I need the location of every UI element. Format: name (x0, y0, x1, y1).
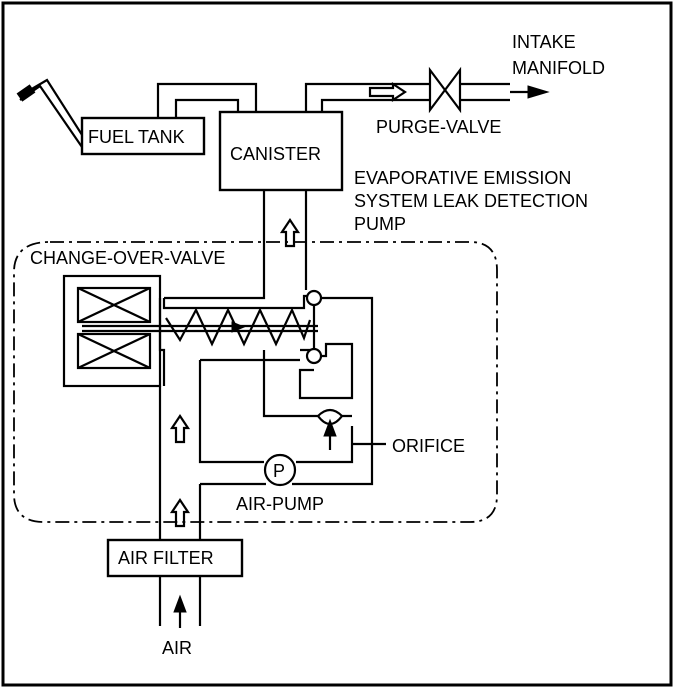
spring (165, 307, 312, 347)
fuel-tank-box (80, 116, 206, 156)
air-label: AIR (162, 638, 192, 658)
outer-frame (1, 1, 673, 687)
valve-chamber (158, 294, 316, 386)
air-channel (158, 386, 202, 540)
air-pump-symbol-label: P (273, 461, 285, 481)
orifice-arrow (323, 418, 337, 437)
manifold-pipe (460, 82, 510, 102)
canister-purge-pipe (304, 82, 430, 112)
pump-title-3: PUMP (354, 214, 406, 234)
change-over-valve-label: CHANGE-OVER-VALVE (30, 248, 225, 268)
flow-arrow-purge (368, 81, 407, 103)
intake-label-1: INTAKE (512, 32, 576, 52)
pump-title-2: SYSTEM LEAK DETECTION (354, 191, 588, 211)
intake-label-2: MANIFOLD (512, 58, 605, 78)
purge-valve (428, 66, 462, 114)
flow-arrow-manifold-head (527, 85, 550, 99)
canister-box (218, 110, 344, 192)
canister-label: CANISTER (230, 144, 321, 164)
air-inlet-pipe (158, 576, 202, 626)
valve-ball-bottom (305, 347, 323, 365)
purge-valve-label: PURGE-VALVE (376, 117, 501, 137)
air-filter-label: AIR FILTER (118, 548, 214, 568)
diaphragm-chamber (200, 350, 352, 418)
canister-valve-pipe (164, 190, 308, 300)
plunger-rod (82, 324, 318, 333)
flow-arrow-up-low (169, 498, 191, 528)
pump-title-1: EVAPORATIVE EMISSION (354, 168, 571, 188)
pump-boundary (13, 241, 498, 523)
fuel-filler-neck (16, 78, 86, 154)
flow-arrow-up-mid (169, 414, 191, 444)
air-pump-symbol (263, 453, 297, 487)
orifice-label: ORIFICE (392, 436, 465, 456)
fuel-tank-label: FUEL TANK (88, 127, 185, 147)
tank-canister-pipe (156, 82, 258, 118)
valve-ball-top (305, 289, 323, 307)
air-filter-box (106, 538, 244, 578)
spring-arrow (231, 321, 246, 333)
right-pipe (292, 296, 374, 486)
flow-arrow-up-canister (279, 218, 301, 248)
air-inlet-arrow-head (173, 594, 187, 613)
air-pump-label: AIR-PUMP (236, 494, 324, 514)
